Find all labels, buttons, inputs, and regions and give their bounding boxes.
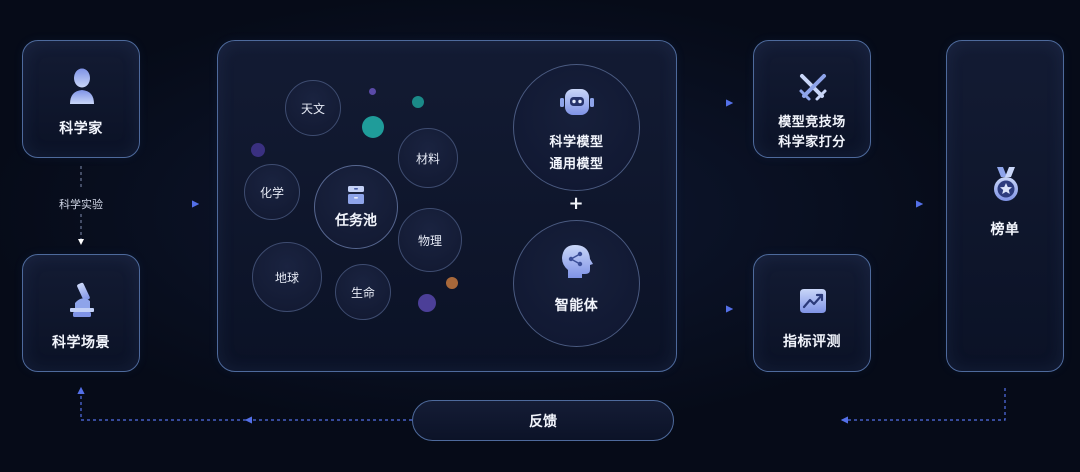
agent-label: 智能体: [554, 298, 599, 314]
model-label-2: 通用模型: [549, 157, 604, 172]
domain-chemistry: 化学: [244, 164, 300, 220]
crossed-swords-icon: [799, 74, 827, 101]
domain-materials: 材料: [398, 128, 458, 188]
decor-dot: [251, 143, 265, 157]
microscope-icon: [70, 282, 94, 317]
plus-sign: +: [568, 193, 584, 214]
domain-physics: 物理: [398, 208, 462, 272]
scene-label: 科学场景: [52, 335, 110, 351]
decor-dot: [446, 277, 458, 289]
chart-up-icon: [800, 289, 826, 313]
person-icon: [70, 68, 94, 104]
arena-label-2: 科学家打分: [778, 135, 846, 150]
agent-node: 智能体: [513, 220, 640, 347]
arena-node: 模型竞技场 科学家打分: [753, 40, 871, 158]
metric-eval-node: 指标评测: [753, 254, 871, 372]
decor-dot: [369, 88, 376, 95]
decor-dot: [418, 294, 436, 312]
experiment-label: 科学实验: [59, 198, 103, 211]
scientist-label: 科学家: [59, 121, 103, 137]
leaderboard-node: 榜单: [946, 40, 1064, 372]
metric-eval-label: 指标评测: [783, 334, 841, 350]
scene-node: 科学场景: [22, 254, 140, 372]
decor-dot: [362, 116, 384, 138]
drawer-icon: [348, 186, 364, 204]
domain-life: 生命: [335, 264, 391, 320]
task-pool-node: 任务池: [314, 165, 398, 249]
robot-icon: [560, 89, 594, 115]
domain-earth: 地球: [252, 242, 322, 312]
brain-icon: [562, 245, 593, 278]
scientist-node: 科学家: [22, 40, 140, 158]
feedback-node: 反馈: [412, 400, 674, 441]
medal-icon: [994, 167, 1018, 201]
model-label-1: 科学模型: [549, 135, 604, 150]
leaderboard-label: 榜单: [990, 222, 1020, 238]
domain-astronomy: 天文: [285, 80, 341, 136]
arena-label-1: 模型竞技场: [778, 115, 846, 130]
model-node: 科学模型 通用模型: [513, 64, 640, 191]
task-pool-label: 任务池: [335, 213, 377, 229]
decor-dot: [412, 96, 424, 108]
